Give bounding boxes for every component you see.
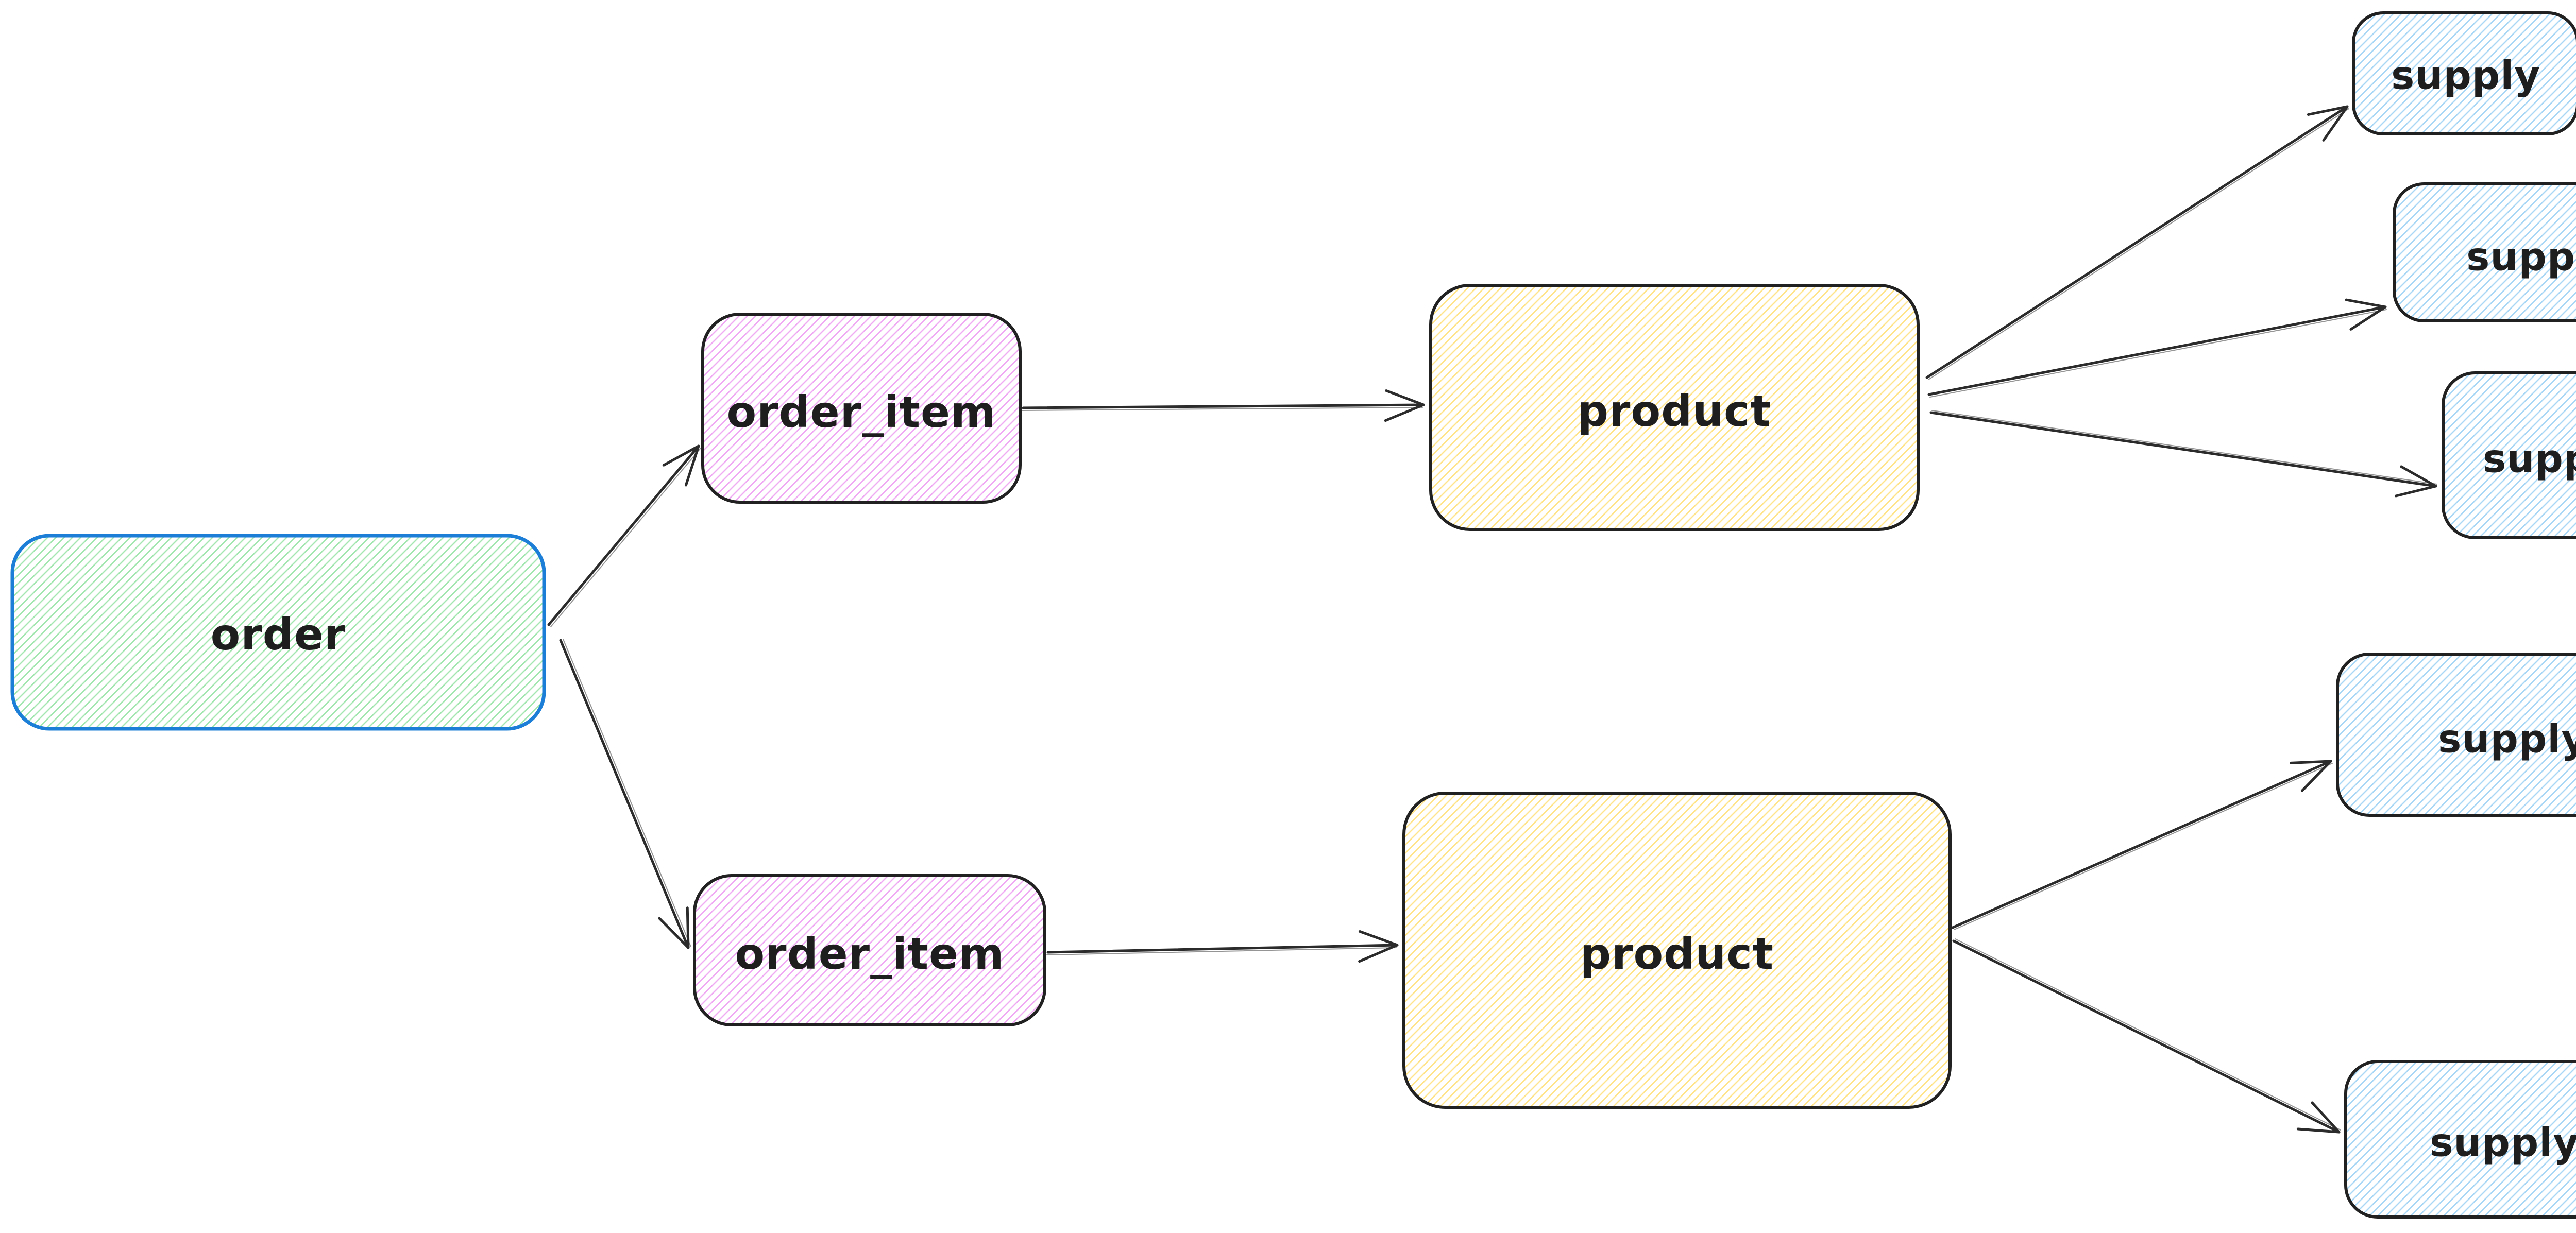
node-product-1-label: product [1578,386,1771,436]
node-supply-4-label: supply [2438,716,2576,762]
node-order[interactable]: order [10,534,546,731]
node-supply-3-label: supply [2483,436,2576,482]
node-supply-4[interactable]: supply [2336,653,2576,817]
edge-order-to-order-item-2[interactable] [559,639,691,949]
node-supply-1[interactable]: supply [2352,11,2576,135]
edge-product-1-to-supply-1[interactable] [1925,105,2349,380]
node-order-item-1-label: order_item [726,387,996,437]
node-supply-1-label: supply [2391,53,2540,98]
edge-product-1-to-supply-2[interactable] [1927,298,2387,398]
node-order-label: order [211,609,346,660]
edge-product-2-to-supply-5[interactable] [1952,938,2341,1134]
edge-order-to-order-item-1[interactable] [547,444,701,627]
node-order-item-1[interactable]: order_item [701,313,1022,504]
node-supply-2[interactable]: supply [2393,182,2576,322]
edge-order-item-2-to-product-2[interactable] [1046,930,1399,963]
node-supply-2-label: supply [2466,234,2576,280]
edge-product-2-to-supply-4[interactable] [1951,760,2333,930]
node-supply-3[interactable]: supply [2442,371,2576,539]
node-order-item-2[interactable]: order_item [693,874,1046,1026]
node-product-2[interactable]: product [1402,792,1952,1109]
node-product-2-label: product [1580,929,1774,979]
node-supply-5-label: supply [2430,1120,2576,1166]
node-order-item-2-label: order_item [735,929,1004,979]
edge-order-item-1-to-product-1[interactable] [1022,389,1425,422]
node-product-1[interactable]: product [1429,284,1920,531]
node-supply-5[interactable]: supply [2344,1060,2576,1219]
edge-product-1-to-supply-3[interactable] [1929,410,2437,498]
